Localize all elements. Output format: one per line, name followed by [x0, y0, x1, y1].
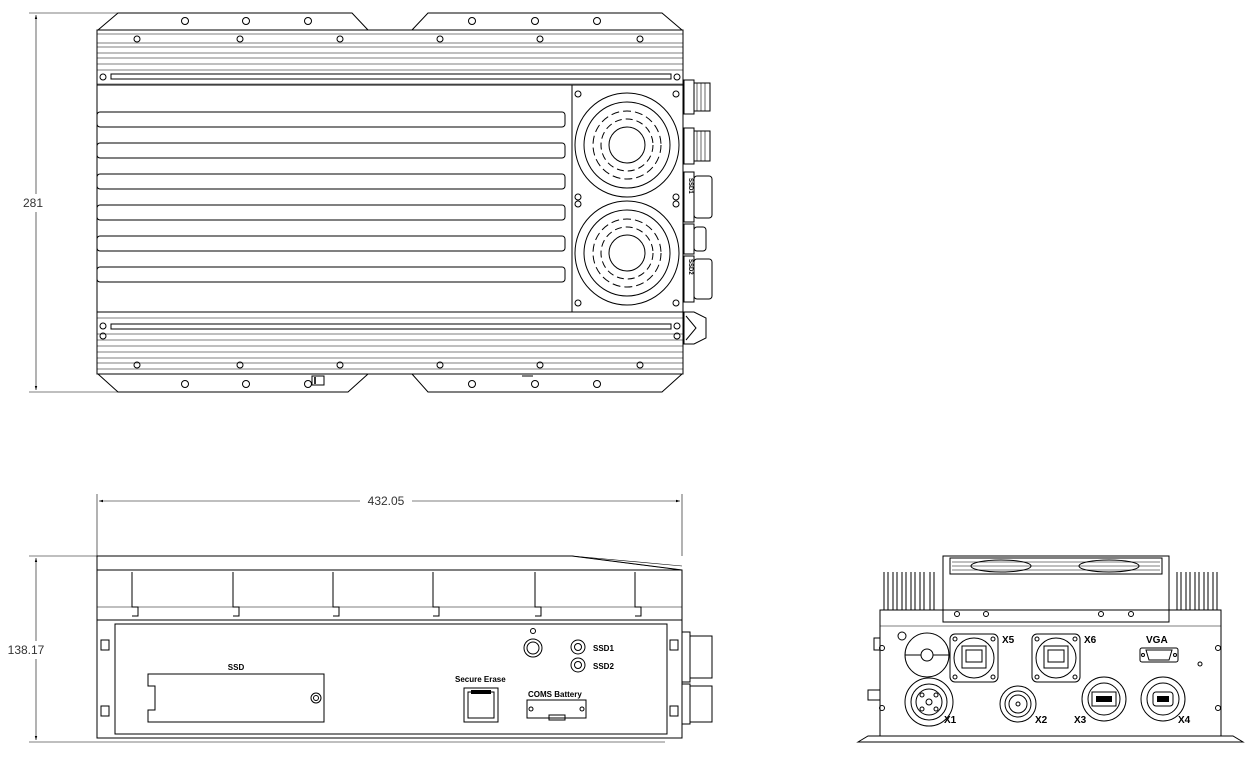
front-right-connectors	[681, 631, 713, 725]
dimension-height-front: 138.17	[6, 555, 118, 743]
vertical-label-ssd2: SSD2	[687, 259, 693, 275]
x1-label: X1	[944, 715, 957, 726]
coms-battery-cover	[526, 699, 587, 719]
flange-holes	[181, 17, 601, 388]
bottom-fin-band	[97, 317, 683, 370]
x4-label: X4	[1178, 715, 1191, 726]
ssd-screw	[310, 692, 322, 704]
dimension-label-138: 138.17	[8, 643, 45, 657]
vga-label: VGA	[1146, 635, 1168, 646]
fan-panel	[571, 84, 684, 313]
secure-erase-label: Secure Erase	[455, 675, 506, 684]
top-flange-right	[411, 12, 683, 31]
dimension-label-281: 281	[23, 196, 43, 210]
x6-label: X6	[1084, 635, 1097, 646]
dimension-label-432: 432.05	[368, 494, 405, 508]
band-screws	[99, 35, 681, 369]
panel-slots	[96, 111, 566, 283]
bottom-flange-left	[97, 373, 369, 393]
side-knob	[904, 632, 950, 678]
x5-label: X5	[1002, 635, 1015, 646]
ssd-bay	[147, 673, 325, 723]
x2-port	[999, 685, 1037, 723]
dimension-width-front: 432.05	[96, 492, 683, 556]
side-connectors	[683, 79, 713, 345]
top-flange-left	[97, 12, 369, 31]
center-panel	[96, 84, 573, 313]
x2-label: X2	[1035, 715, 1048, 726]
fan-top	[574, 90, 680, 201]
side-body	[879, 609, 1222, 737]
x5-port	[949, 633, 999, 683]
side-fins-left	[883, 572, 935, 610]
coms-battery-label: COMS Battery	[528, 690, 582, 699]
dimension-height-top: 281	[18, 12, 118, 393]
x4-port	[1140, 676, 1186, 722]
bottom-tab	[311, 375, 325, 386]
side-fan-grille	[952, 559, 1160, 573]
side-fins-right	[1176, 572, 1218, 610]
top-fin-band	[97, 33, 683, 85]
side-base	[856, 735, 1245, 743]
side-fan-housing	[942, 555, 1170, 623]
x3-label: X3	[1074, 715, 1087, 726]
top-view: SSD1 SSD2	[96, 12, 713, 393]
front-panel	[114, 623, 668, 735]
x3-port	[1081, 676, 1127, 722]
front-view: SSD SSD1 SSD2 Secure Erase COMS Battery	[96, 555, 713, 743]
vga-port	[1139, 647, 1179, 663]
ssd1-label: SSD1	[593, 644, 614, 653]
side-view: X5 X6 VGA X1	[856, 555, 1245, 743]
secure-erase-box	[463, 687, 499, 723]
front-body	[96, 619, 683, 739]
ssd2-led	[570, 657, 586, 673]
front-cover	[96, 569, 683, 621]
x1-port	[904, 677, 954, 727]
housing-outline	[96, 29, 684, 375]
x6-port	[1031, 633, 1081, 683]
bottom-flange-right	[411, 373, 683, 393]
ssd-label: SSD	[228, 663, 245, 672]
ssd1-led	[570, 639, 586, 655]
round-indicator	[523, 638, 543, 658]
fan-bottom	[574, 200, 680, 307]
cover-ribs	[131, 572, 642, 617]
ssd2-label: SSD2	[593, 662, 614, 671]
vertical-label-ssd1: SSD1	[687, 178, 693, 194]
